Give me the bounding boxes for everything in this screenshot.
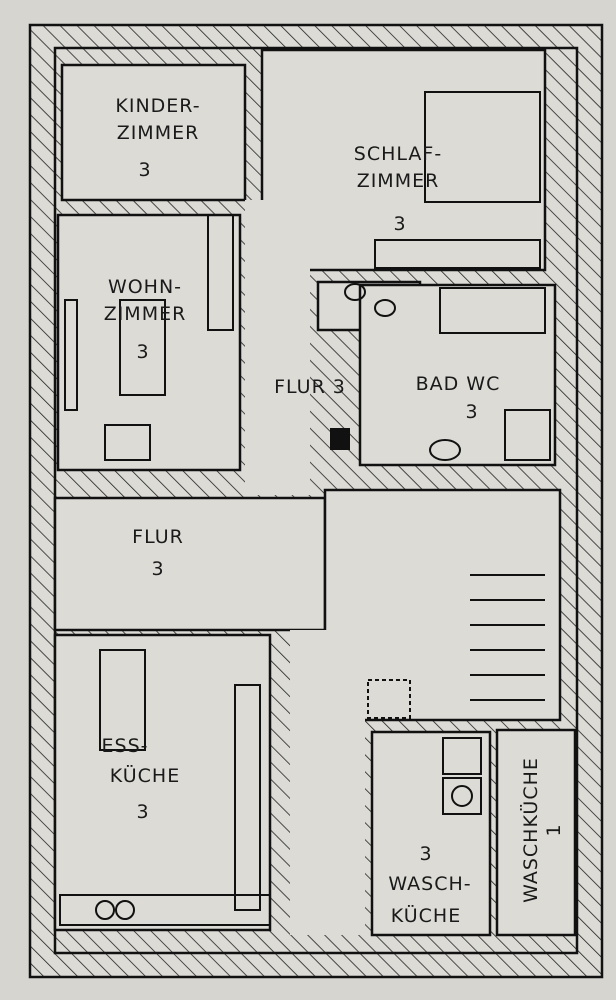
dashed-fixture: [367, 679, 411, 719]
waschkueche-3-number: 3: [419, 843, 432, 865]
room-waschkueche-1: [495, 728, 577, 937]
bed: [424, 91, 541, 203]
kinderzimmer-number: 3: [138, 159, 151, 181]
esskueche-label-1: ESS-: [102, 735, 149, 757]
sink-right: [115, 900, 135, 920]
toilet: [374, 299, 396, 317]
dining-table: [99, 649, 146, 751]
room-kinderzimmer: [60, 63, 247, 202]
flur-lower-label: FLUR: [132, 526, 184, 548]
coffee-table: [119, 299, 166, 396]
cabinet-wohnzimmer: [207, 214, 234, 331]
waschkueche-1-number: 1: [543, 823, 565, 836]
waschkueche-1-label: WASCHKÜCHE: [519, 757, 542, 903]
esskueche-label-2: KÜCHE: [110, 764, 180, 787]
flur-lower-number: 3: [151, 558, 164, 580]
schlafzimmer-label-1: SCHLAF-: [354, 143, 442, 165]
wardrobe-schlafzimmer: [374, 239, 541, 269]
washing-machine-drum: [451, 785, 473, 807]
staircase-steps: [470, 574, 545, 701]
waschkueche-3-label-1: WASCH-: [388, 873, 471, 895]
furniture: [59, 91, 551, 926]
bad-wc-label: BAD WC: [416, 373, 501, 395]
room-corridor-lower: [290, 630, 365, 935]
washbasin-wc: [344, 283, 366, 301]
armchair: [104, 424, 151, 461]
kinderzimmer-label-1: KINDER-: [115, 95, 200, 117]
wohnzimmer-label-2: ZIMMER: [104, 303, 187, 325]
flur-upper-label: FLUR 3: [274, 376, 346, 398]
room-flur-lower: [53, 496, 327, 632]
boiler: [442, 737, 482, 775]
bad-wc-number: 3: [465, 401, 478, 423]
sink-left: [95, 900, 115, 920]
room-waschkueche-3: [370, 730, 492, 937]
wohnzimmer-number: 3: [136, 341, 149, 363]
washing-machine: [442, 777, 482, 815]
washbasin-bad: [429, 439, 461, 461]
bathtub: [439, 287, 546, 334]
room-bad: [358, 283, 557, 467]
waschkueche-3-label-2: KÜCHE: [391, 904, 461, 927]
sofa: [64, 299, 78, 411]
kitchen-counter: [59, 894, 271, 926]
chimney: [330, 428, 350, 450]
shower: [504, 409, 551, 461]
room-flur-upper: [245, 200, 310, 495]
schlafzimmer-label-2: ZIMMER: [357, 170, 440, 192]
kinderzimmer-label-2: ZIMMER: [117, 122, 200, 144]
wohnzimmer-label-1: WOHN-: [108, 276, 182, 298]
cabinet-esskueche: [234, 684, 261, 911]
esskueche-number: 3: [136, 801, 149, 823]
schlafzimmer-number: 3: [393, 213, 406, 235]
